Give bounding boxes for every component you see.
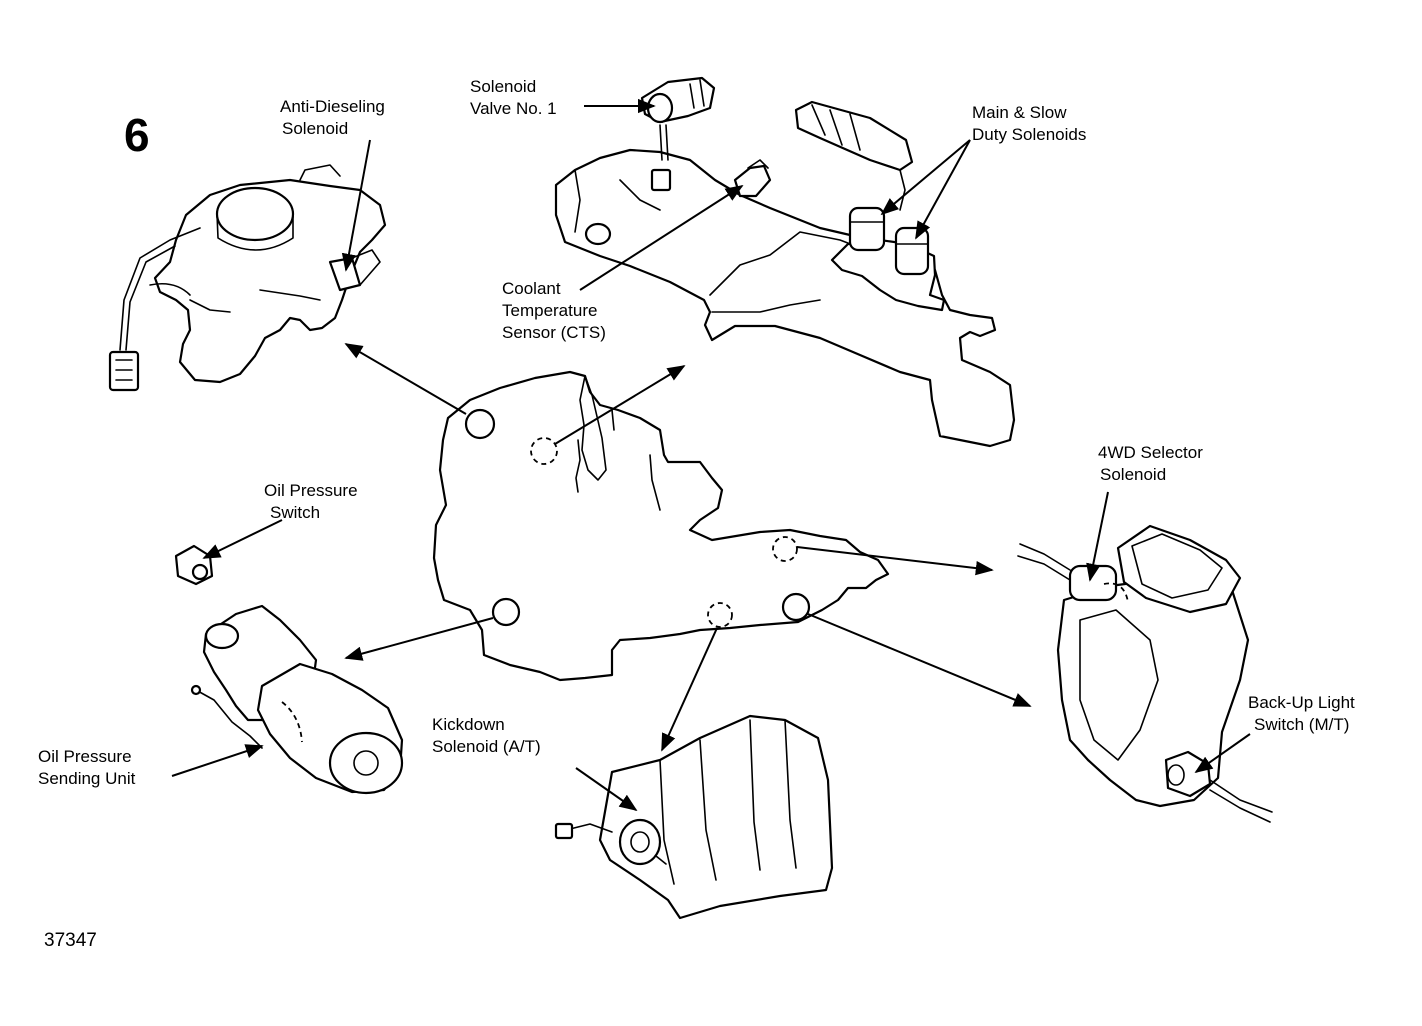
arrow-backup-label: [1194, 733, 1251, 774]
figure-number: 6: [124, 109, 150, 161]
arrow-4wd-label: [1086, 491, 1109, 582]
arrow-kickdown: [661, 627, 718, 752]
transmission-illustration: [554, 714, 834, 920]
arrow-kickdown-label: [575, 767, 638, 812]
arrow-anti-dieseling-label: [341, 139, 371, 272]
arrow-anti-dieseling: [344, 343, 467, 415]
arrow-oil-switch: [202, 519, 283, 559]
cts-location: [530, 437, 558, 465]
arrow-oil-sending: [344, 617, 494, 661]
oil-pressure-switch-illustration: [174, 544, 214, 586]
kickdown-location: [707, 602, 733, 628]
arrow-main-duty: [880, 139, 971, 216]
carburetor-illustration: [108, 164, 387, 392]
transfer-case-illustration: [1017, 524, 1273, 823]
4wd-location: [772, 536, 798, 562]
oil-sending-location: [491, 597, 521, 627]
arrow-cts: [554, 365, 686, 445]
backup-location: [781, 592, 811, 622]
arrow-4wd: [796, 546, 994, 576]
figure-id: 37347: [44, 930, 97, 951]
anti-dieseling-location: [464, 408, 496, 440]
arrow-cts-label: [579, 185, 744, 291]
arrow-slow-duty: [915, 139, 971, 240]
engine-outline: [432, 370, 890, 682]
arrow-sending-label: [171, 744, 264, 777]
arrow-backup: [807, 613, 1032, 707]
oil-filter-illustration: [190, 604, 404, 795]
leader-arrows: [171, 98, 1251, 812]
